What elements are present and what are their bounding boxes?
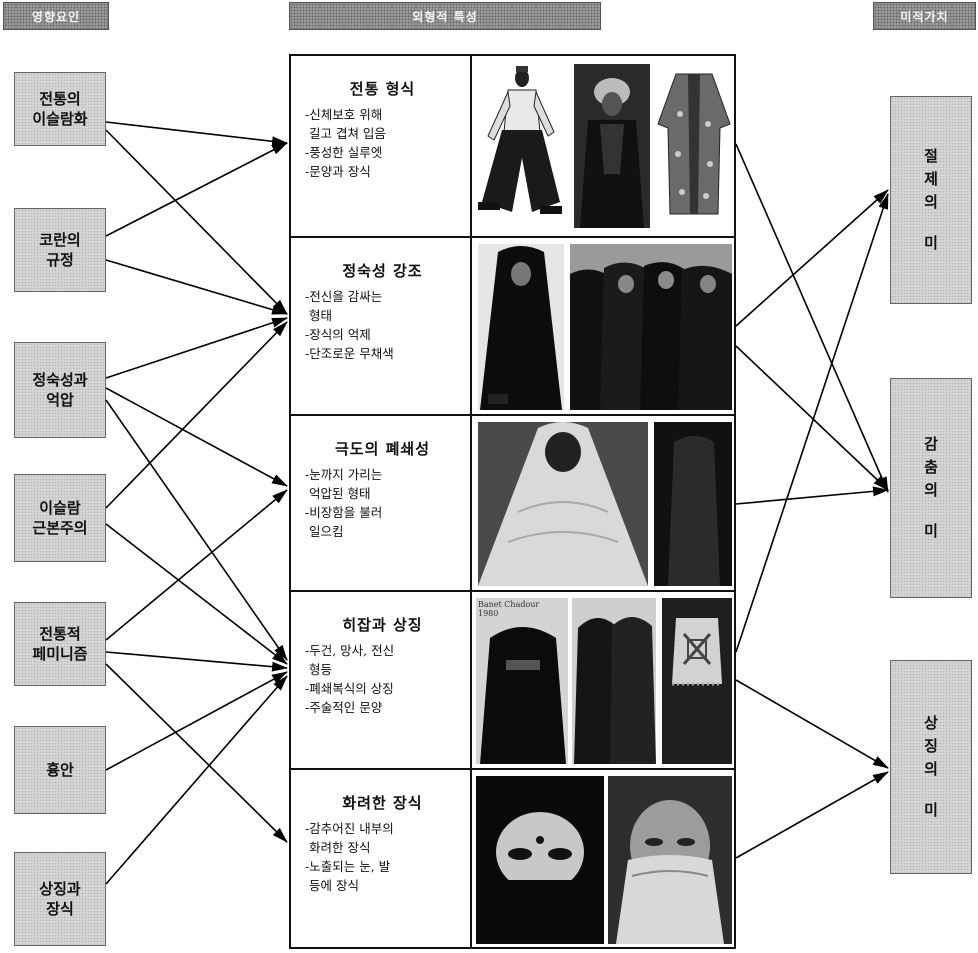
- feature-text: 전통 형식 -신체보호 위해 길고 겹쳐 입음 -풍성한 실루엣 -문양과 장식: [291, 56, 472, 236]
- aesthetic-char: 절: [924, 146, 938, 165]
- aesthetic-concealment: 감 춤 의 미: [890, 378, 972, 598]
- photo-decorated-eyes: [476, 776, 604, 944]
- factor-koran-rules: 코란의 규정: [14, 208, 106, 292]
- aesthetic-restraint: 절 제 의 미: [890, 96, 972, 304]
- feature-line: -감추어진 내부의: [305, 821, 394, 836]
- arrow: [735, 345, 889, 491]
- arrow: [105, 259, 288, 315]
- aesthetic-char: 상: [924, 713, 938, 732]
- arrow: [105, 387, 288, 487]
- feature-line: 형등: [305, 662, 332, 677]
- factor-islamization: 전통의 이슬람화: [14, 72, 106, 146]
- feature-line: -장식의 억제: [305, 327, 371, 342]
- header-factors: 영향요인: [3, 2, 109, 30]
- photo-white-burqa: [478, 422, 648, 586]
- arrow: [735, 771, 889, 859]
- arrow: [105, 142, 288, 237]
- feature-line: -문양과 장식: [305, 164, 371, 179]
- photo-veiled-face: [608, 776, 732, 944]
- feature-line: 길고 겹쳐 입음: [305, 126, 386, 141]
- factor-fundamentalism: 이슬람 근본주의: [14, 474, 106, 562]
- arrow: [735, 143, 889, 493]
- feature-title: 극도의 폐쇄성: [334, 440, 431, 458]
- arrow: [105, 399, 288, 661]
- photo-crowd-of-women: [570, 244, 732, 410]
- aesthetic-char: 의: [924, 481, 938, 499]
- photo-embroidered-robe: [654, 64, 734, 228]
- aesthetic-char: 미: [924, 522, 938, 541]
- feature-line: -주술적인 문양: [305, 700, 383, 715]
- feature-line: -단조로운 무채색: [305, 346, 394, 361]
- arrow: [105, 121, 288, 147]
- arrow: [105, 489, 288, 641]
- factor-symbol-decoration: 상징과 장식: [14, 852, 106, 946]
- aesthetic-char: 징: [924, 736, 938, 755]
- arrow: [105, 321, 288, 509]
- arrow: [105, 317, 288, 379]
- photo-traditional-costume: [474, 62, 570, 226]
- feature-title: 화려한 장식: [342, 794, 423, 812]
- feature-table: 전통 형식 -신체보호 위해 길고 겹쳐 입음 -풍성한 실루엣 -문양과 장식: [289, 54, 736, 949]
- photo-veiled-woman: [574, 64, 650, 228]
- photo-hijab-black: [476, 598, 568, 764]
- factor-evil-eye: 흉안: [14, 726, 106, 814]
- feature-line: -비장함을 불러: [305, 505, 383, 520]
- feature-line: 일으킴: [305, 524, 344, 539]
- feature-line: 등에 장식: [305, 878, 359, 893]
- photo-dark-burqa: [654, 422, 732, 586]
- aesthetic-symbolism: 상 징 의 미: [890, 660, 972, 874]
- feature-line: 억압된 형태: [305, 486, 371, 501]
- feature-line: 화려한 장식: [305, 840, 371, 855]
- arrow: [105, 671, 288, 771]
- feature-line: -눈까지 가리는: [305, 467, 383, 482]
- photo-chador-woman: [478, 244, 564, 410]
- photo-veiled-pair: [572, 598, 656, 764]
- aesthetic-char: 춤: [924, 457, 938, 476]
- aesthetic-char: 감: [924, 434, 938, 453]
- feature-text: 정숙성 강조 -전신을 감싸는 형태 -장식의 억제 -단조로운 무채색: [291, 238, 472, 414]
- photo-embroidered-veil: [662, 598, 732, 764]
- arrow: [735, 193, 889, 653]
- arrow: [105, 663, 288, 843]
- feature-row: 전통 형식 -신체보호 위해 길고 겹쳐 입음 -풍성한 실루엣 -문양과 장식: [291, 56, 734, 236]
- header-aesthetics: 미적가치: [873, 2, 976, 30]
- photo-caption: Banet Chadour 1980: [478, 600, 540, 618]
- feature-line: -풍성한 실루엣: [305, 145, 383, 160]
- feature-row: 화려한 장식 -감추어진 내부의 화려한 장식 -노출되는 눈, 발 등에 장식: [291, 768, 734, 947]
- feature-line: -폐쇄복식의 상징: [305, 681, 394, 696]
- arrow: [105, 523, 288, 665]
- feature-line: -신체보호 위해: [305, 107, 383, 122]
- feature-row: 히잡과 상징 -두건, 망사, 전신 형등 -폐쇄복식의 상징 -주술적인 문양…: [291, 590, 734, 768]
- arrow: [105, 651, 288, 672]
- aesthetic-char: 의: [924, 760, 938, 778]
- aesthetic-char: 제: [924, 169, 938, 188]
- feature-row: 극도의 폐쇄성 -눈까지 가리는 억압된 형태 -비장함을 불러 일으킴: [291, 414, 734, 590]
- factor-modesty-oppression: 정숙성과 억압: [14, 342, 106, 438]
- feature-title: 전통 형식: [349, 80, 416, 98]
- factor-traditional-feminism: 전통적 페미니즘: [14, 602, 106, 686]
- feature-line: -전신을 감싸는: [305, 289, 383, 304]
- arrow: [735, 486, 889, 505]
- feature-text: 극도의 폐쇄성 -눈까지 가리는 억압된 형태 -비장함을 불러 일으킴: [291, 416, 472, 590]
- feature-text: 화려한 장식 -감추어진 내부의 화려한 장식 -노출되는 눈, 발 등에 장식: [291, 770, 472, 947]
- feature-line: 형태: [305, 308, 332, 323]
- feature-row: 정숙성 강조 -전신을 감싸는 형태 -장식의 억제 -단조로운 무채색: [291, 236, 734, 414]
- feature-title: 정숙성 강조: [342, 262, 423, 280]
- aesthetic-char: 미: [924, 801, 938, 820]
- arrow: [105, 675, 288, 885]
- arrow: [735, 189, 889, 327]
- aesthetic-char: 의: [924, 193, 938, 211]
- feature-text: 히잡과 상징 -두건, 망사, 전신 형등 -폐쇄복식의 상징 -주술적인 문양: [291, 592, 472, 768]
- feature-line: -노출되는 눈, 발: [305, 859, 391, 874]
- feature-line: -두건, 망사, 전신: [305, 643, 395, 658]
- aesthetic-char: 미: [924, 234, 938, 253]
- arrow: [735, 679, 889, 769]
- feature-title: 히잡과 상징: [342, 616, 423, 634]
- arrow: [105, 129, 288, 315]
- header-features: 외형적 특성: [289, 2, 601, 30]
